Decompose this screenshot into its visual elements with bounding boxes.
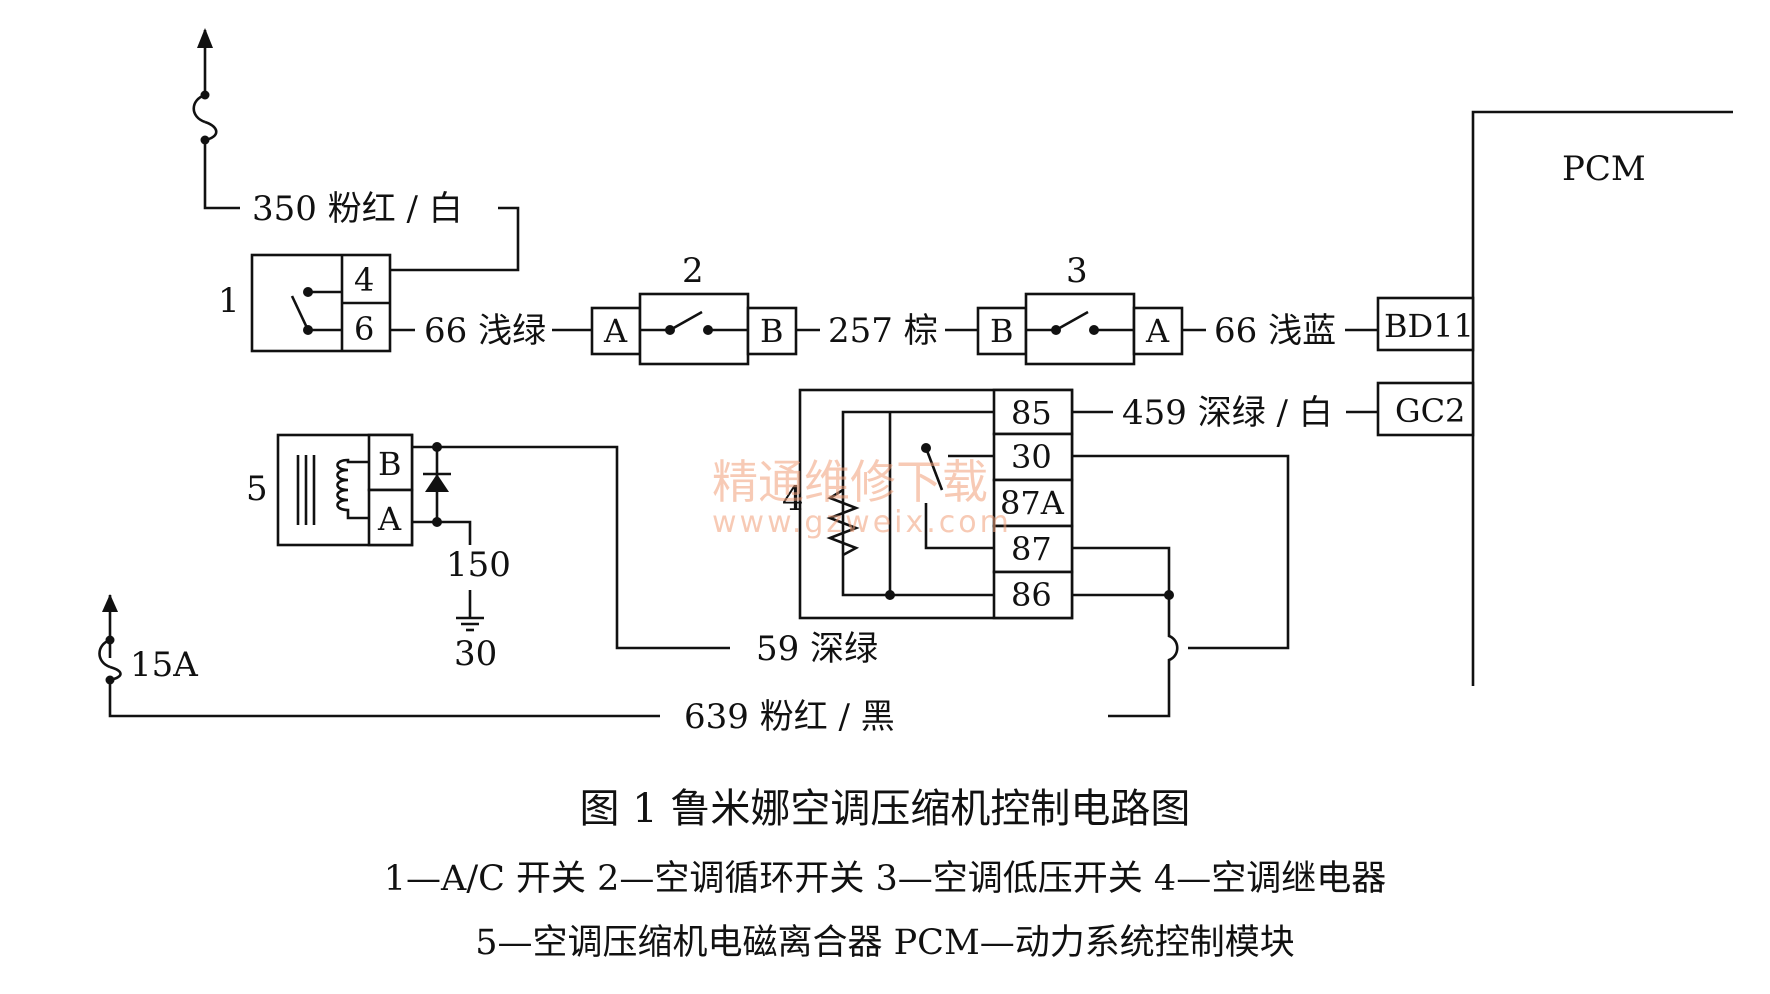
wire-150-label: 150 — [446, 545, 511, 585]
fuse-15a — [98, 594, 660, 718]
wire-639-label: 639 粉红 / 黑 — [684, 697, 895, 737]
low-pressure-switch-number: 3 — [1066, 251, 1088, 291]
wire-66-green-label: 66 浅绿 — [424, 311, 546, 351]
watermark-text: 精通维修下载 — [712, 455, 988, 509]
ac-switch — [250, 253, 392, 353]
figure-caption: 图 1 鲁米娜空调压缩机控制电路图 — [580, 786, 1191, 832]
compressor-clutch — [276, 433, 414, 547]
wire-59-right — [1072, 454, 1290, 650]
diode — [412, 442, 730, 650]
wire-59-label: 59 深绿 — [756, 629, 878, 669]
cycling-switch-number: 2 — [682, 251, 704, 291]
pcm-pin-bd11: BD11 — [1384, 307, 1474, 345]
ac-switch-pin-6: 6 — [354, 310, 374, 348]
legend-line-2: 5—空调压缩机电磁离合器 PCM—动力系统控制模块 — [475, 923, 1295, 963]
ac-relay-pin-87a: 87A — [1000, 484, 1065, 522]
ac-relay-pin-87: 87 — [1011, 530, 1052, 568]
pcm-pin-gc2: GC2 — [1395, 392, 1465, 430]
top-fuse — [192, 28, 240, 210]
ac-relay-number: 4 — [782, 479, 804, 519]
watermark-url: www.gzweix.com — [712, 505, 1012, 540]
ac-relay-pin-86: 86 — [1011, 576, 1052, 614]
wire-350-label: 350 粉红 / 白 — [252, 189, 463, 229]
ac-relay-pin-85: 85 — [1011, 394, 1052, 432]
wire-350 — [390, 206, 520, 272]
wire-459-label: 459 深绿 / 白 — [1122, 393, 1333, 433]
low-pressure-switch-pin-b: B — [990, 312, 1014, 350]
ac-switch-number: 1 — [218, 281, 240, 321]
legend-line-1: 1—A/C 开关 2—空调循环开关 3—空调低压开关 4—空调继电器 — [384, 859, 1386, 899]
fuse-15a-label: 15A — [130, 645, 198, 685]
cycling-switch — [590, 292, 798, 366]
pcm-module — [1376, 110, 1733, 686]
compressor-clutch-pin-a: A — [377, 500, 402, 538]
compressor-clutch-pin-b: B — [378, 445, 402, 483]
wire-639-right — [1072, 546, 1179, 718]
ground-30-label: 30 — [454, 634, 497, 674]
ac-relay — [798, 388, 1074, 620]
low-pressure-switch-pin-a: A — [1145, 312, 1170, 350]
cycling-switch-pin-b: B — [760, 312, 784, 350]
compressor-clutch-number: 5 — [246, 469, 268, 509]
cycling-switch-pin-a: A — [603, 312, 628, 350]
ac-relay-pin-30: 30 — [1011, 438, 1052, 476]
ground-icon — [456, 590, 484, 632]
wire-257-label: 257 棕 — [828, 311, 938, 351]
low-pressure-switch — [976, 292, 1184, 366]
wire-66-blue-label: 66 浅蓝 — [1214, 311, 1336, 351]
junction-86 — [1164, 590, 1174, 600]
pcm-label: PCM — [1562, 149, 1646, 189]
ac-switch-pin-4: 4 — [354, 261, 374, 299]
